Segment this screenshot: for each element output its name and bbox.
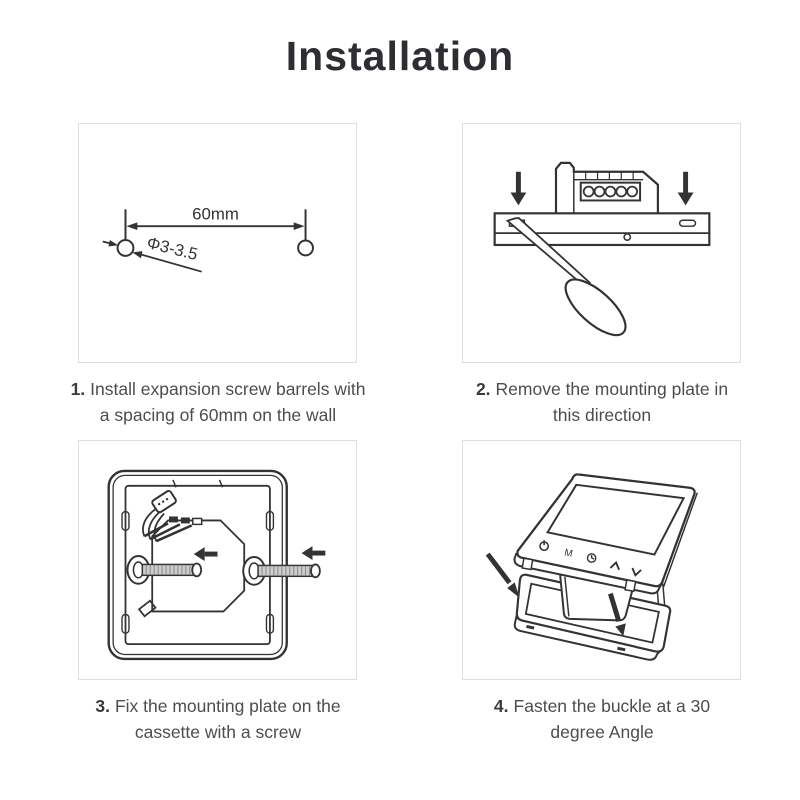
caption-line-1: 3.Fix the mounting plate on the <box>95 696 341 716</box>
caption-line-2: degree Angle <box>550 722 654 742</box>
step-4-panel: M <box>462 440 741 680</box>
terminal-block <box>579 181 642 202</box>
step-3-caption: 3.Fix the mounting plate on the cassette… <box>33 693 403 745</box>
caption-line-2: cassette with a screw <box>134 722 302 742</box>
device-back-housing <box>554 161 659 214</box>
step-number: 3. <box>95 696 110 716</box>
down-arrow-left-icon <box>510 171 527 206</box>
connector-pin <box>169 516 178 523</box>
up-button-icon <box>609 560 620 571</box>
right-top-clip-slot <box>265 510 275 532</box>
down-arrow-right-icon <box>677 171 694 206</box>
down-button-icon <box>631 567 642 577</box>
buckle-clip <box>624 579 637 593</box>
diagonal-arrow-right-icon <box>608 592 626 637</box>
left-arrow-icon <box>193 547 218 561</box>
step-3-diagram <box>107 469 326 661</box>
right-screw <box>242 556 321 586</box>
left-screw <box>126 555 203 585</box>
page-title: Installation <box>285 33 515 79</box>
step-2-caption: 2.Remove the mounting plate in this dire… <box>417 376 787 428</box>
hole-diameter-label: Φ3-3.5 <box>145 233 200 264</box>
step-1-diagram: 60mm Φ3-3.5 <box>102 204 314 273</box>
diameter-leader-line <box>102 240 202 273</box>
dimension-arrow <box>126 222 305 230</box>
left-top-clip-slot <box>121 510 130 532</box>
step-1-panel: 60mm Φ3-3.5 <box>78 123 357 363</box>
caption-line-1: 4.Fasten the buckle at a 30 <box>493 696 711 716</box>
frame-slot <box>617 646 626 652</box>
step-number: 4. <box>493 696 509 716</box>
screwdriver <box>505 217 627 337</box>
right-bottom-clip-slot <box>265 613 275 634</box>
step-1-caption: 1.Install expansion screw barrels with a… <box>33 376 403 428</box>
screwdriver-handle <box>564 278 627 337</box>
small-slot <box>137 599 157 618</box>
caption-line-2: a spacing of 60mm on the wall <box>99 405 337 425</box>
step-number: 2. <box>475 379 491 399</box>
right-hole-circle <box>297 239 314 257</box>
caption-line-2: this direction <box>552 405 652 425</box>
screw-holes <box>116 209 314 257</box>
diagonal-arrow-left-icon <box>485 552 520 598</box>
spacing-label: 60mm <box>192 204 239 223</box>
clock-button-icon <box>586 553 597 563</box>
step-2-diagram <box>493 161 711 337</box>
step-4-diagram: M <box>485 473 698 661</box>
thermostat-screen <box>546 483 686 556</box>
plate-screw-hole <box>623 233 632 241</box>
left-arrow-icon <box>301 546 326 560</box>
step-2-panel <box>462 123 741 363</box>
step-3-panel <box>78 440 357 680</box>
left-bottom-clip-slot <box>121 613 130 634</box>
caption-line-1: 1.Install expansion screw barrels with <box>70 379 366 399</box>
left-hole-circle <box>116 239 135 257</box>
step-number: 1. <box>70 379 86 399</box>
buckle-clip <box>521 557 534 571</box>
power-button-icon <box>539 540 550 552</box>
wire-connector <box>142 490 203 543</box>
connector-pin <box>192 517 203 526</box>
mode-button-icon: M <box>563 547 573 559</box>
right-slot <box>678 219 697 227</box>
connector-pin <box>180 517 190 524</box>
frame-slot <box>526 624 535 630</box>
step-4-caption: 4.Fasten the buckle at a 30 degree Angle <box>417 693 787 745</box>
caption-line-1: 2.Remove the mounting plate in <box>475 379 729 399</box>
